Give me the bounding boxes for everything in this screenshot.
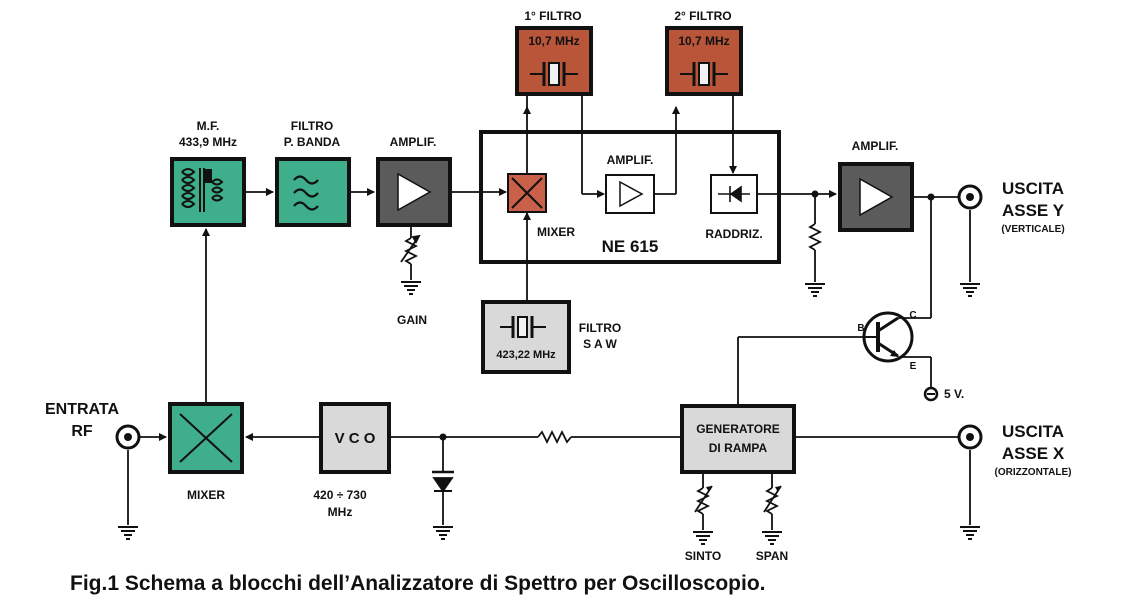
sinto-label: SINTO: [685, 549, 721, 563]
bnc-connector-y: [957, 184, 983, 210]
saw-label-1: FILTRO: [579, 321, 621, 335]
raddriz-label: RADDRIZ.: [705, 227, 762, 241]
crystal-icon: [680, 62, 728, 86]
uscita-x-2: ASSE X: [1002, 444, 1065, 463]
amplifier1-block: [376, 157, 452, 227]
filter2-block: 2° FILTRO 10,7 MHz: [665, 9, 743, 96]
gen-label-2: DI RAMPA: [709, 441, 768, 455]
transistor-b: B: [857, 323, 864, 334]
wires: [127, 96, 971, 530]
junction-dots: [439, 190, 935, 441]
mf-label-1: M.F.: [197, 119, 220, 133]
diode-icon: [718, 185, 750, 203]
gen-label-1: GENERATORE: [696, 422, 780, 436]
fpb-label-1: FILTRO: [291, 119, 333, 133]
saw-freq: 423,22 MHz: [496, 349, 556, 361]
bandpass-filter-block: [275, 157, 351, 227]
amp1-label: AMPLIF.: [390, 135, 437, 149]
saw-label-2: S A W: [583, 337, 617, 351]
entrata-label-1: ENTRATA: [45, 401, 120, 418]
ramp-generator-block: GENERATORE DI RAMPA: [680, 404, 796, 474]
amplifier-out-block: [838, 162, 914, 232]
filter2-freq: 10,7 MHz: [678, 34, 729, 48]
transistor-e: E: [910, 361, 917, 372]
coil-icon: [181, 168, 224, 212]
supply-terminal: [923, 386, 939, 402]
uscita-x-1: USCITA: [1002, 422, 1064, 441]
gain-pot: [400, 227, 421, 280]
crystal-icon: [530, 62, 578, 86]
bandpass-icon: [293, 175, 319, 211]
ic-name: NE 615: [602, 237, 659, 256]
bnc-connector-input: [115, 424, 141, 450]
mf-block: [170, 157, 246, 227]
vco-label: V C O: [335, 430, 376, 447]
ne615-ic-block: MIXER AMPLIF. RADDRIZ. NE 615: [479, 130, 781, 264]
span-label: SPAN: [756, 549, 788, 563]
ic-amp-label: AMPLIF.: [607, 153, 654, 167]
vco-range-1: 420 ÷ 730: [313, 488, 367, 502]
mf-label-2: 433,9 MHz: [179, 135, 237, 149]
entrata-label-2: RF: [71, 423, 93, 440]
uscita-y-1: USCITA: [1002, 179, 1064, 198]
supply-label: 5 V.: [944, 387, 964, 401]
vco-range-2: MHz: [328, 505, 353, 519]
uscita-x-3: (ORIZZONTALE): [994, 467, 1071, 478]
filter2-title: 2° FILTRO: [674, 9, 731, 23]
filter1-title: 1° FILTRO: [524, 9, 581, 23]
pot-arrows: [706, 486, 781, 492]
uscita-y-2: ASSE Y: [1002, 201, 1065, 220]
transistor-icon: [862, 311, 914, 363]
figure-caption: Fig.1 Schema a blocchi dell’Analizzatore…: [70, 572, 766, 595]
mixer-main-label: MIXER: [187, 488, 225, 502]
saw-filter-block: 423,22 MHz: [481, 300, 571, 374]
amp-out-label: AMPLIF.: [852, 139, 899, 153]
filter1-freq: 10,7 MHz: [528, 34, 579, 48]
vco-block: V C O: [319, 402, 391, 474]
uscita-y-3: (VERTICALE): [1001, 224, 1064, 235]
crystal-icon: [500, 316, 546, 338]
fpb-label-2: P. BANDA: [284, 135, 341, 149]
amplifier-icon: [397, 172, 432, 212]
filter1-block: 1° FILTRO 10,7 MHz: [515, 9, 593, 96]
ic-mixer-label: MIXER: [537, 225, 575, 239]
transistor-c: C: [909, 310, 916, 321]
amplifier-icon: [859, 177, 894, 217]
main-mixer-block: [168, 402, 244, 474]
ground-icons: [118, 283, 980, 545]
gain-label: GAIN: [397, 313, 427, 327]
ground-icon: [401, 281, 421, 295]
bnc-connector-x: [957, 424, 983, 450]
amplifier-icon: [619, 180, 644, 208]
